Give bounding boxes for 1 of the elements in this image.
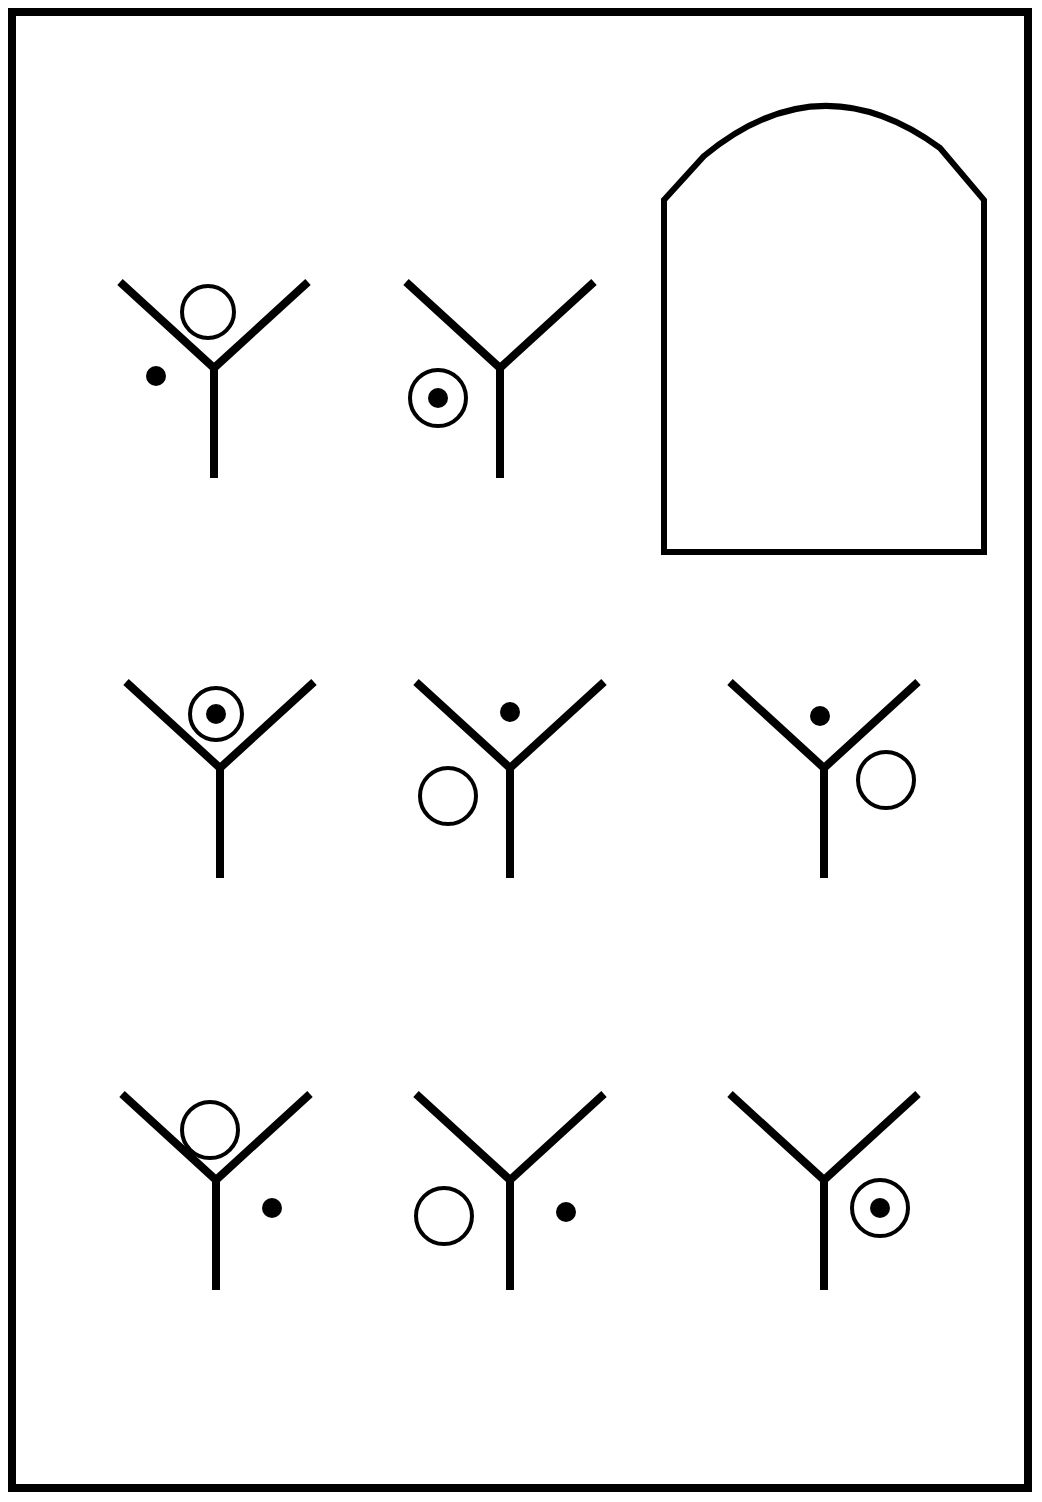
answer-shape xyxy=(656,100,992,560)
